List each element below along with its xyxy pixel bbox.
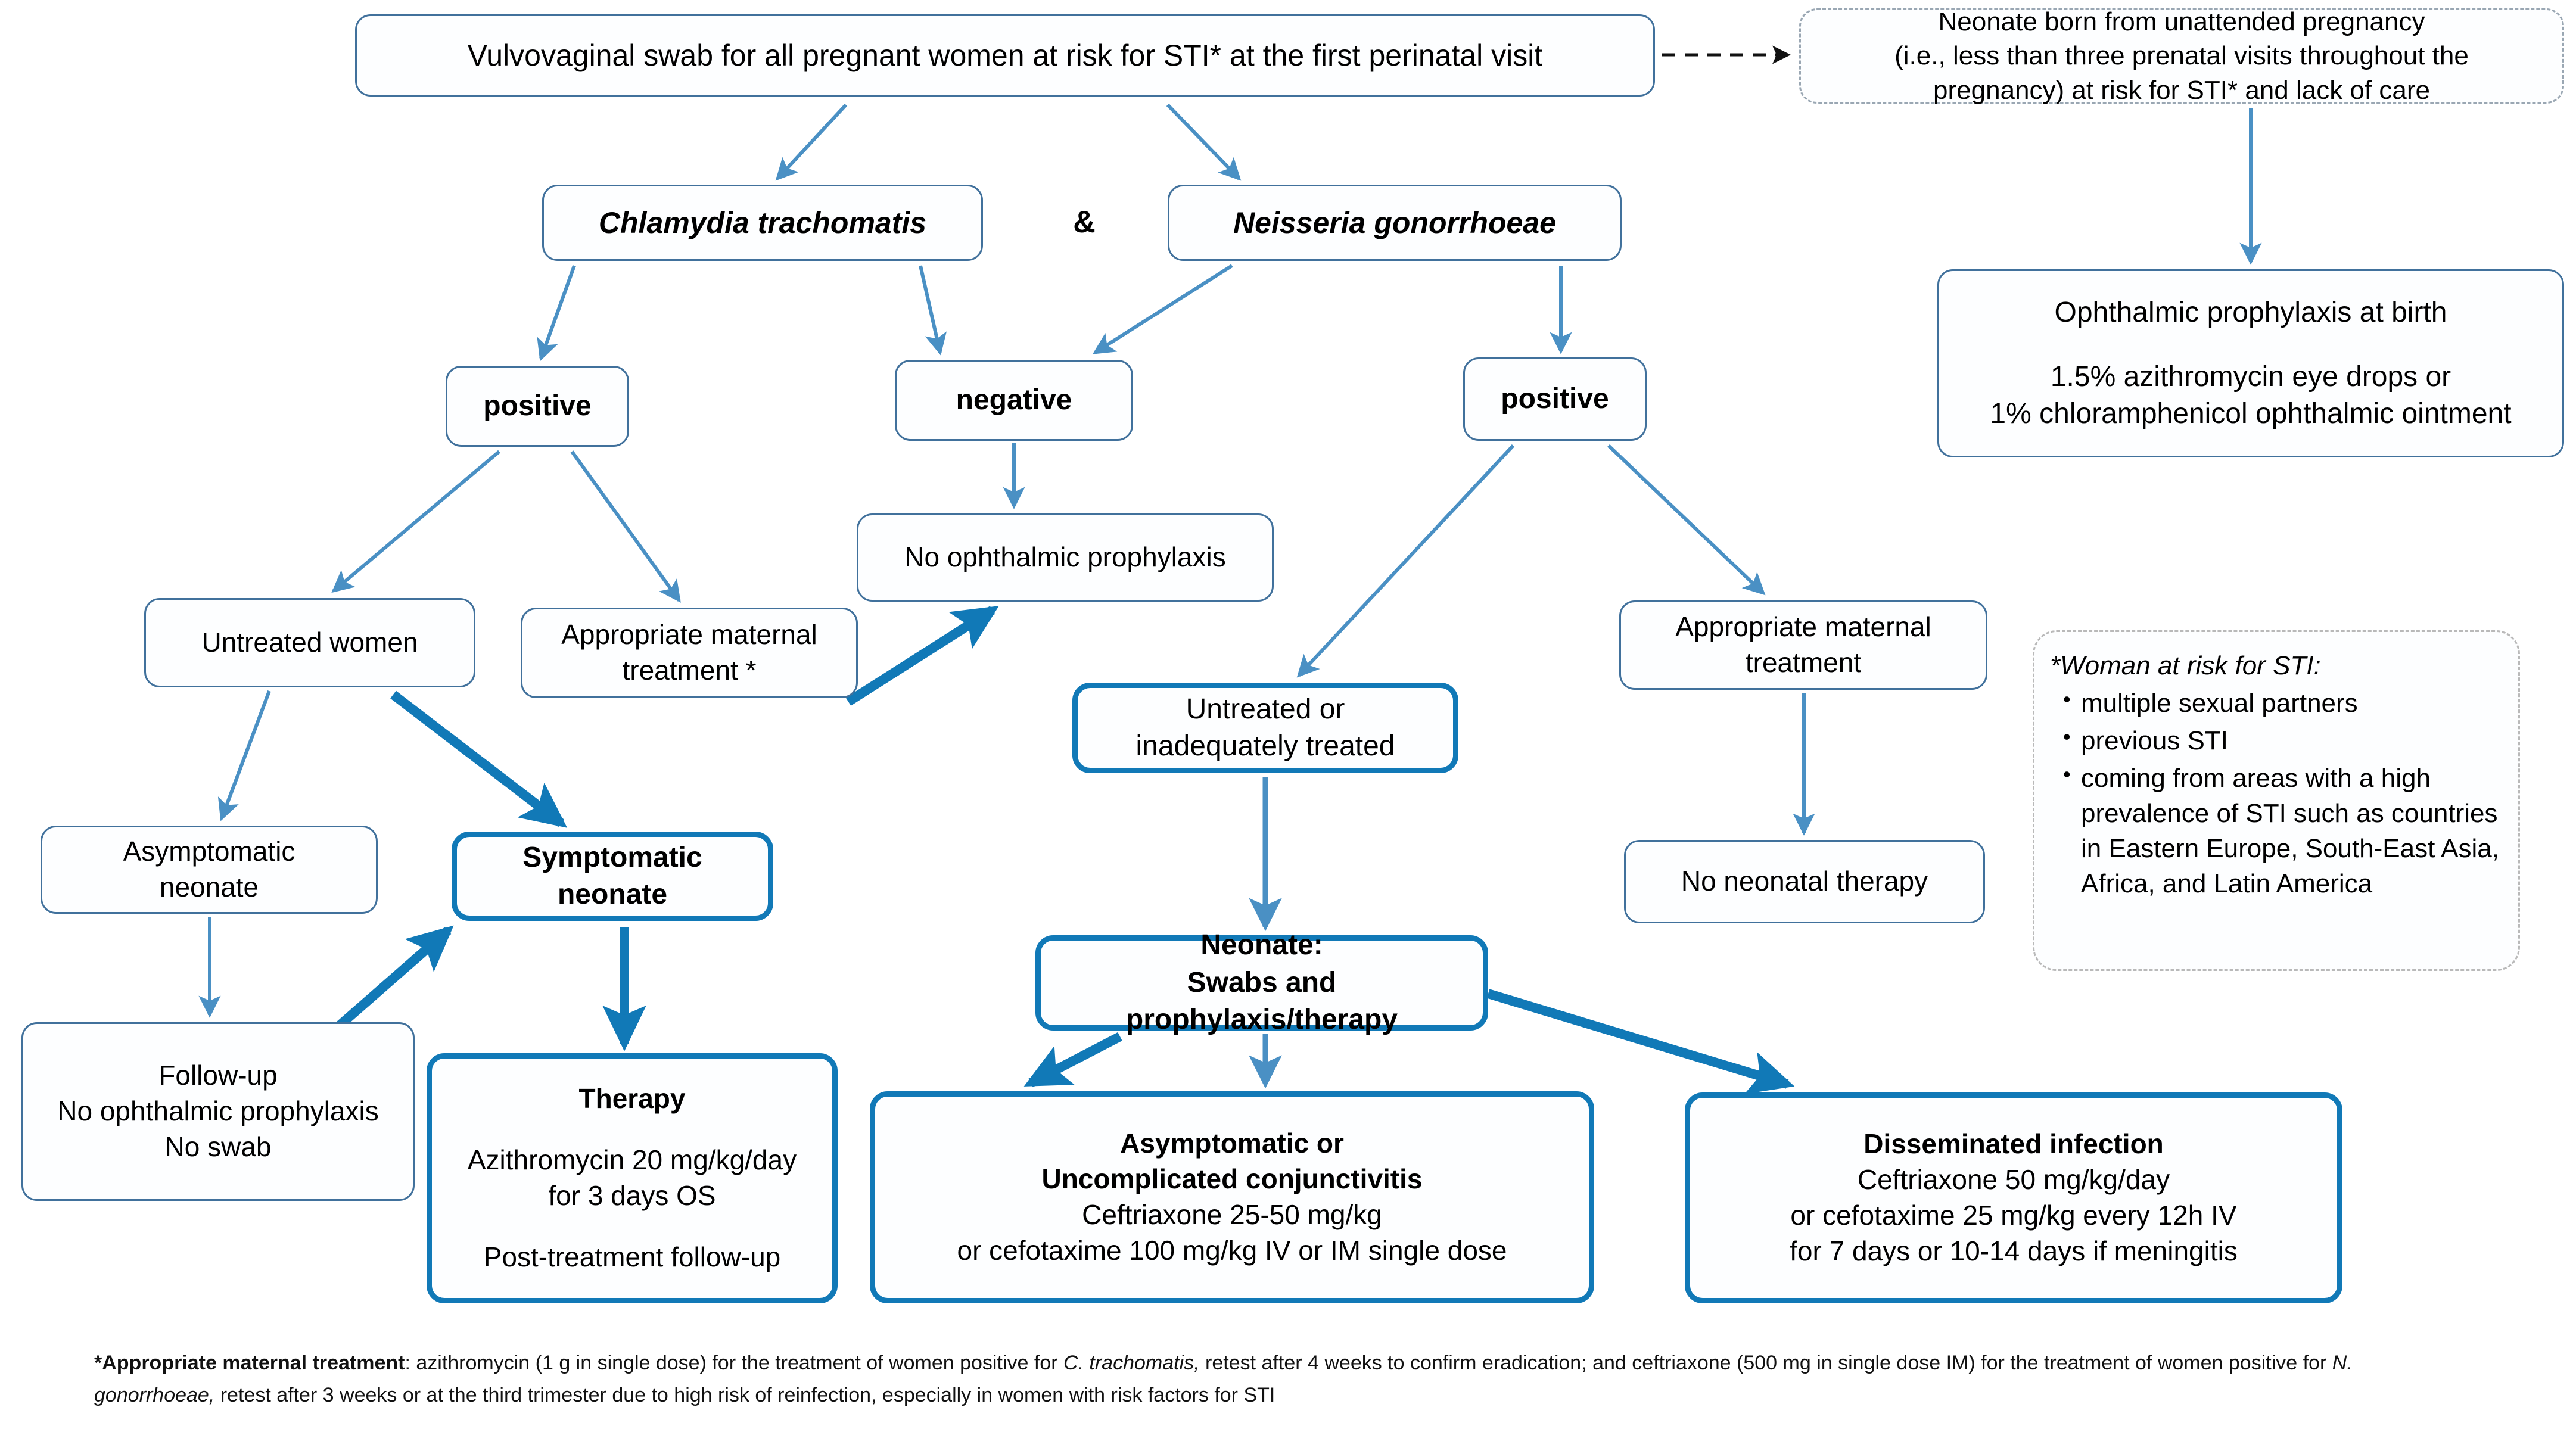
node-text-line1: Ceftriaxone 50 mg/kg/day [1857, 1164, 2170, 1196]
node-text: positive [483, 390, 592, 422]
footnote-part3: retest after 3 weeks or at the third tri… [214, 1383, 1275, 1406]
node-asymptomatic-or-uncomplicated-conjunctivitis[interactable]: Asymptomatic or Uncomplicated conjunctiv… [870, 1091, 1594, 1303]
legend-list: multiple sexual partners previous STI co… [2050, 685, 2503, 904]
node-neonate-swabs-prophylaxis[interactable]: Neonate: Swabs and prophylaxis/therapy [1035, 929, 1488, 1035]
node-vulvovaginal-swab[interactable]: Vulvovaginal swab for all pregnant women… [355, 14, 1655, 97]
node-symptomatic-neonate[interactable]: Symptomatic neonate [452, 832, 773, 921]
node-text-line1: Symptomatic [522, 841, 702, 873]
footnote-italic1: C. trachomatis, [1063, 1352, 1200, 1374]
node-text-line3: for 7 days or 10-14 days if meningitis [1790, 1235, 2238, 1266]
node-text: negative [956, 384, 1072, 416]
node-text-line1: Neonate born from unattended pregnancy [1938, 7, 2425, 37]
node-text-line3: Post-treatment follow-up [483, 1241, 781, 1273]
node-text-line2: neonate [557, 879, 668, 910]
legend-woman-at-risk-for-sti: *Woman at risk for STI: multiple sexual … [2033, 630, 2520, 971]
node-text-line1: Asymptomatic [123, 836, 295, 867]
node-text-line1: 1.5% azithromycin eye drops or [2050, 360, 2451, 393]
node-positive-chlamydia[interactable]: positive [446, 366, 629, 447]
node-text-line1: Ceftriaxone 25-50 mg/kg [1082, 1199, 1382, 1230]
node-text-line1: Neonate: [1200, 929, 1323, 961]
node-ophthalmic-prophylaxis[interactable]: Ophthalmic prophylaxis at birth 1.5% azi… [1937, 269, 2564, 457]
footnote-part1: : azithromycin (1 g in single dose) for … [405, 1352, 1063, 1374]
node-untreated-women[interactable]: Untreated women [144, 598, 475, 687]
node-text-line1: Appropriate maternal [1675, 611, 1931, 643]
node-disseminated-infection[interactable]: Disseminated infection Ceftriaxone 50 mg… [1685, 1092, 2342, 1303]
label-ampersand: & [1060, 204, 1108, 242]
node-text-line1: Untreated or [1186, 693, 1345, 725]
node-therapy[interactable]: Therapy Azithromycin 20 mg/kg/day for 3 … [427, 1053, 838, 1303]
node-heading: Disseminated infection [1863, 1128, 2164, 1160]
node-text: No neonatal therapy [1681, 866, 1928, 897]
node-text-line2: for 3 days OS [548, 1180, 716, 1211]
node-text-line3: No swab [164, 1131, 272, 1162]
node-text-line1: Follow-up [158, 1060, 278, 1091]
node-text-line1: Appropriate maternal [561, 619, 817, 650]
node-text: & [1073, 205, 1096, 240]
node-text-line2: 1% chloramphenicol ophthalmic ointment [1990, 397, 2512, 429]
node-text-line2: or cefotaxime 25 mg/kg every 12h IV [1790, 1200, 2237, 1231]
node-heading-line2: Uncomplicated conjunctivitis [1041, 1163, 1423, 1195]
legend-item: multiple sexual partners [2063, 685, 2503, 721]
footnote-italic2: N. gonorrhoeae, [94, 1352, 2353, 1406]
node-text-line2: No ophthalmic prophylaxis [57, 1095, 379, 1127]
node-text: No ophthalmic prophylaxis [904, 541, 1226, 573]
node-text-line2: (i.e., less than three prenatal visits t… [1894, 41, 2469, 71]
node-text-line2: or cefotaxime 100 mg/kg IV or IM single … [957, 1234, 1507, 1266]
legend-title: *Woman at risk for STI: [2050, 651, 2321, 680]
node-text: Untreated women [201, 627, 418, 658]
node-text-line2: Swabs and prophylaxis/therapy [1125, 966, 1398, 1036]
footnote-label: *Appropriate maternal treatment [94, 1352, 405, 1374]
node-text: Vulvovaginal swab for all pregnant women… [467, 38, 1543, 72]
node-text-line2: neonate [159, 871, 259, 902]
legend-item: coming from areas with a high prevalence… [2063, 760, 2503, 902]
footnote-appropriate-maternal-treatment: *Appropriate maternal treatment: azithro… [94, 1347, 2477, 1411]
node-text: Chlamydia trachomatis [598, 206, 927, 239]
node-untreated-or-inadequately-treated[interactable]: Untreated or inadequately treated [1072, 683, 1458, 773]
node-appropriate-maternal-treatment-ct[interactable]: Appropriate maternal treatment * [521, 608, 858, 698]
node-negative[interactable]: negative [895, 360, 1133, 441]
node-neisseria-gonorrhoeae[interactable]: Neisseria gonorrhoeae [1168, 185, 1622, 261]
node-asymptomatic-neonate[interactable]: Asymptomatic neonate [41, 826, 378, 914]
node-heading-line1: Asymptomatic or [1120, 1128, 1344, 1159]
legend-item: previous STI [2063, 723, 2503, 759]
node-text-line2: treatment * [622, 655, 757, 686]
footnote-part2: retest after 4 weeks to confirm eradicat… [1199, 1352, 2332, 1374]
node-follow-up[interactable]: Follow-up No ophthalmic prophylaxis No s… [21, 1022, 415, 1201]
node-no-neonatal-therapy[interactable]: No neonatal therapy [1624, 840, 1985, 923]
node-text: Neisseria gonorrhoeae [1233, 206, 1556, 239]
node-no-ophthalmic-prophylaxis[interactable]: No ophthalmic prophylaxis [857, 513, 1274, 602]
node-text-line2: inadequately treated [1135, 730, 1395, 762]
node-heading: Therapy [578, 1082, 686, 1114]
node-chlamydia-trachomatis[interactable]: Chlamydia trachomatis [542, 185, 983, 261]
node-text-line1: Azithromycin 20 mg/kg/day [467, 1144, 797, 1176]
node-unattended-pregnancy[interactable]: Neonate born from unattended pregnancy (… [1799, 7, 2564, 105]
node-appropriate-maternal-treatment-ng[interactable]: Appropriate maternal treatment [1619, 600, 1987, 690]
node-heading: Ophthalmic prophylaxis at birth [2054, 296, 2447, 328]
node-text-line3: pregnancy) at risk for STI* and lack of … [1933, 75, 2430, 105]
node-text: positive [1501, 382, 1609, 415]
node-text-line2: treatment [1745, 647, 1862, 678]
node-positive-gonorrhoeae[interactable]: positive [1463, 357, 1647, 441]
